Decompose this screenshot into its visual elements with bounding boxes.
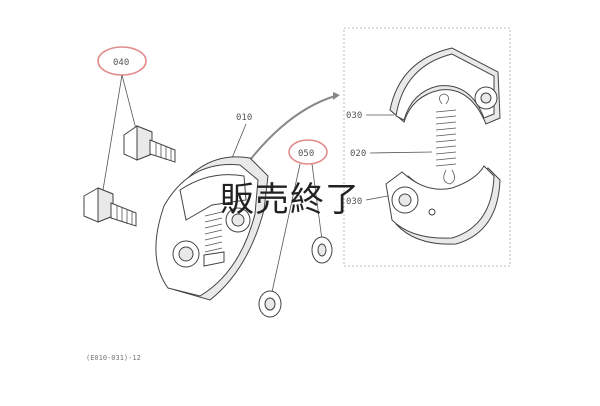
bolt-lower	[83, 187, 137, 227]
callout-040: 040	[97, 46, 147, 191]
label-050: 050	[298, 149, 314, 159]
label-020: 020	[350, 149, 366, 159]
bolt-upper	[123, 125, 176, 163]
shoe-lower	[385, 165, 501, 245]
clutch-assembly	[155, 156, 269, 301]
arrow-to-inset	[249, 95, 336, 161]
label-030-top: 030	[346, 111, 362, 121]
label-010: 010	[236, 113, 252, 123]
inset-box	[343, 27, 511, 267]
label-040: 040	[113, 58, 129, 68]
spring	[435, 93, 457, 185]
highlight-ring-050	[288, 139, 328, 165]
diagram-code: (E010-031)-12	[86, 354, 141, 362]
shoe-upper	[389, 47, 501, 125]
sold-out-overlay-text: 販売終了	[220, 180, 360, 220]
washer-left	[258, 290, 282, 318]
label-030-bottom: 030	[346, 197, 362, 207]
washer-right	[311, 236, 333, 264]
callout-050: 050	[271, 139, 328, 293]
